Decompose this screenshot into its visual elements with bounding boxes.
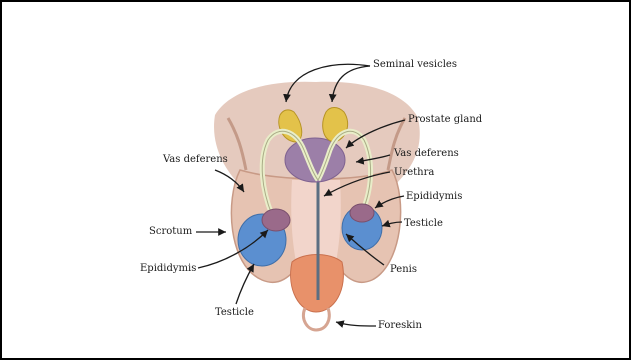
label-urethra: Urethra <box>394 167 434 179</box>
label-vas-deferens-right: Vas deferens <box>394 148 459 160</box>
label-scrotum: Scrotum <box>149 226 192 238</box>
arrow-testicle-left <box>236 264 254 304</box>
label-epididymis-left: Epididymis <box>140 263 196 275</box>
label-seminal-vesicles: Seminal vesicles <box>373 59 457 71</box>
epididymis-right-shape <box>350 204 374 222</box>
label-prostate-gland: Prostate gland <box>408 114 482 126</box>
label-penis: Penis <box>390 264 417 276</box>
label-vas-deferens-left: Vas deferens <box>163 154 228 166</box>
label-testicle-right: Testicle <box>404 218 443 230</box>
label-foreskin: Foreskin <box>378 320 422 332</box>
label-epididymis-right: Epididymis <box>406 191 462 203</box>
label-testicle-left: Testicle <box>215 307 254 319</box>
epididymis-left-shape <box>262 209 290 231</box>
penis-shaft <box>291 180 341 262</box>
arrow-foreskin <box>336 322 376 326</box>
